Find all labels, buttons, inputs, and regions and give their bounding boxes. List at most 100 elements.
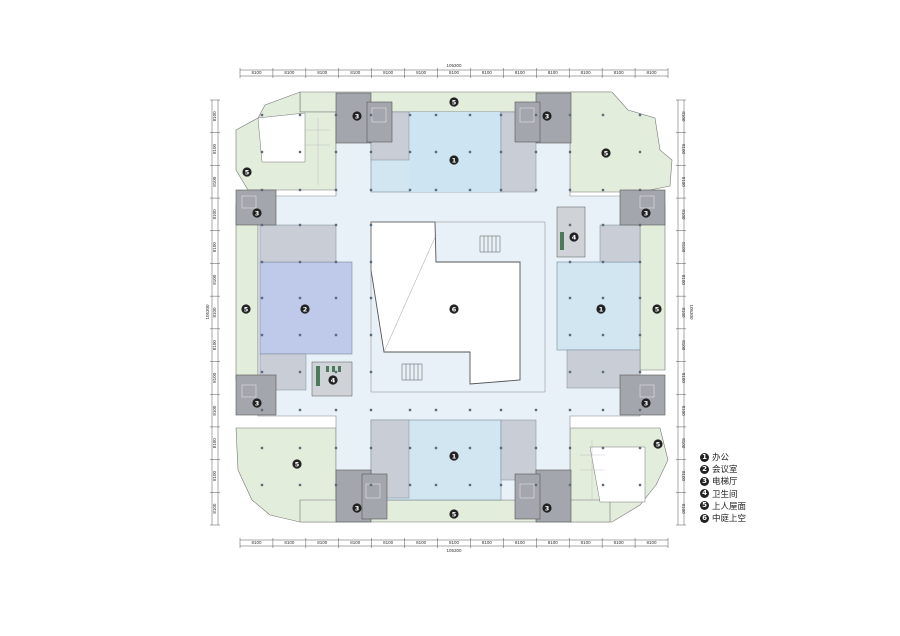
room-marker-number: 1 xyxy=(599,305,604,313)
column xyxy=(601,333,605,337)
column xyxy=(568,296,572,300)
bay-dim-bottom: 8100 xyxy=(515,540,526,545)
column xyxy=(298,150,302,154)
column xyxy=(568,260,572,264)
structural-columns xyxy=(260,113,642,487)
bay-dim-bottom: 8100 xyxy=(581,540,592,545)
column xyxy=(260,333,264,337)
column xyxy=(260,370,264,374)
room-marker-number: 4 xyxy=(572,233,577,241)
column xyxy=(334,408,338,412)
bay-dim-left: 8100 xyxy=(212,405,217,416)
column xyxy=(638,113,642,117)
column xyxy=(568,150,572,154)
bay-dim-right: 8100 xyxy=(681,504,686,515)
column xyxy=(638,370,642,374)
column xyxy=(638,446,642,450)
room-marker: 5 xyxy=(653,439,663,449)
column xyxy=(298,296,302,300)
bay-dim-top: 8100 xyxy=(416,70,427,75)
bay-dim-right: 8100 xyxy=(681,275,686,286)
bay-dim-right: 8100 xyxy=(681,177,686,188)
bay-dim-top: 8100 xyxy=(449,70,460,75)
column xyxy=(298,446,302,450)
bay-dim-top: 8100 xyxy=(548,70,559,75)
column xyxy=(499,150,503,154)
column xyxy=(638,150,642,154)
legend-label: 中庭上空 xyxy=(712,514,747,525)
column xyxy=(468,150,472,154)
bay-dim-bottom: 8100 xyxy=(449,540,460,545)
bay-dim-top: 8100 xyxy=(251,70,262,75)
column xyxy=(601,223,605,227)
column xyxy=(499,188,503,192)
bay-dim-right: 8100 xyxy=(681,209,686,220)
room-marker: 1 xyxy=(449,451,459,461)
room-marker: 2 xyxy=(300,304,310,314)
bay-dim-right: 8100 xyxy=(681,242,686,253)
column xyxy=(408,408,412,412)
room-marker: 3 xyxy=(542,111,552,121)
dimension-left xyxy=(211,100,219,525)
column xyxy=(568,483,572,487)
legend-label: 电梯厅 xyxy=(712,477,738,488)
terrace-tiles xyxy=(257,112,646,503)
column xyxy=(369,408,373,412)
column xyxy=(601,483,605,487)
legend-number: 6 xyxy=(700,513,709,523)
room-marker-number: 3 xyxy=(255,399,260,407)
column xyxy=(568,408,572,412)
column xyxy=(369,370,373,374)
legend-label: 卫生间 xyxy=(712,489,738,500)
column xyxy=(260,223,264,227)
dimension-top xyxy=(240,69,668,77)
bay-dim-top: 8100 xyxy=(515,70,526,75)
column xyxy=(638,296,642,300)
column xyxy=(408,483,412,487)
bay-dim-left: 8100 xyxy=(212,438,217,449)
column xyxy=(334,150,338,154)
bay-dim-left: 8100 xyxy=(212,340,217,351)
legend-number: 3 xyxy=(700,476,709,486)
column xyxy=(601,408,605,412)
atrium-void xyxy=(370,221,521,385)
room-marker-number: 3 xyxy=(355,504,360,512)
legend-number: 2 xyxy=(700,464,709,474)
bay-dim-right: 8100 xyxy=(681,406,686,417)
column xyxy=(334,260,338,264)
column xyxy=(298,333,302,337)
column xyxy=(369,188,373,192)
column xyxy=(260,408,264,412)
room-marker-number: 3 xyxy=(545,504,550,512)
bay-dim-left: 8100 xyxy=(212,372,217,383)
column xyxy=(298,260,302,264)
bay-dim-right: 8100 xyxy=(681,340,686,351)
column xyxy=(468,446,472,450)
atrium-diagonal xyxy=(383,234,437,353)
column xyxy=(334,296,338,300)
column xyxy=(369,113,373,117)
column xyxy=(601,370,605,374)
room-marker-number: 3 xyxy=(644,399,649,407)
terrace-grid xyxy=(305,118,605,500)
column xyxy=(638,223,642,227)
bay-dim-bottom: 8100 xyxy=(548,540,559,545)
column xyxy=(601,296,605,300)
column xyxy=(298,113,302,117)
column xyxy=(334,333,338,337)
column xyxy=(499,408,503,412)
column xyxy=(260,113,264,117)
terrace-right xyxy=(639,204,666,371)
room-marker: 4 xyxy=(569,232,579,242)
column xyxy=(260,296,264,300)
room-marker: 3 xyxy=(542,503,552,513)
overall-dim-top: 105300 xyxy=(446,63,462,68)
legend-number: 5 xyxy=(700,501,709,511)
bay-dim-bottom: 8100 xyxy=(647,540,658,545)
column xyxy=(568,223,572,227)
column xyxy=(601,446,605,450)
column xyxy=(334,370,338,374)
column xyxy=(260,150,264,154)
